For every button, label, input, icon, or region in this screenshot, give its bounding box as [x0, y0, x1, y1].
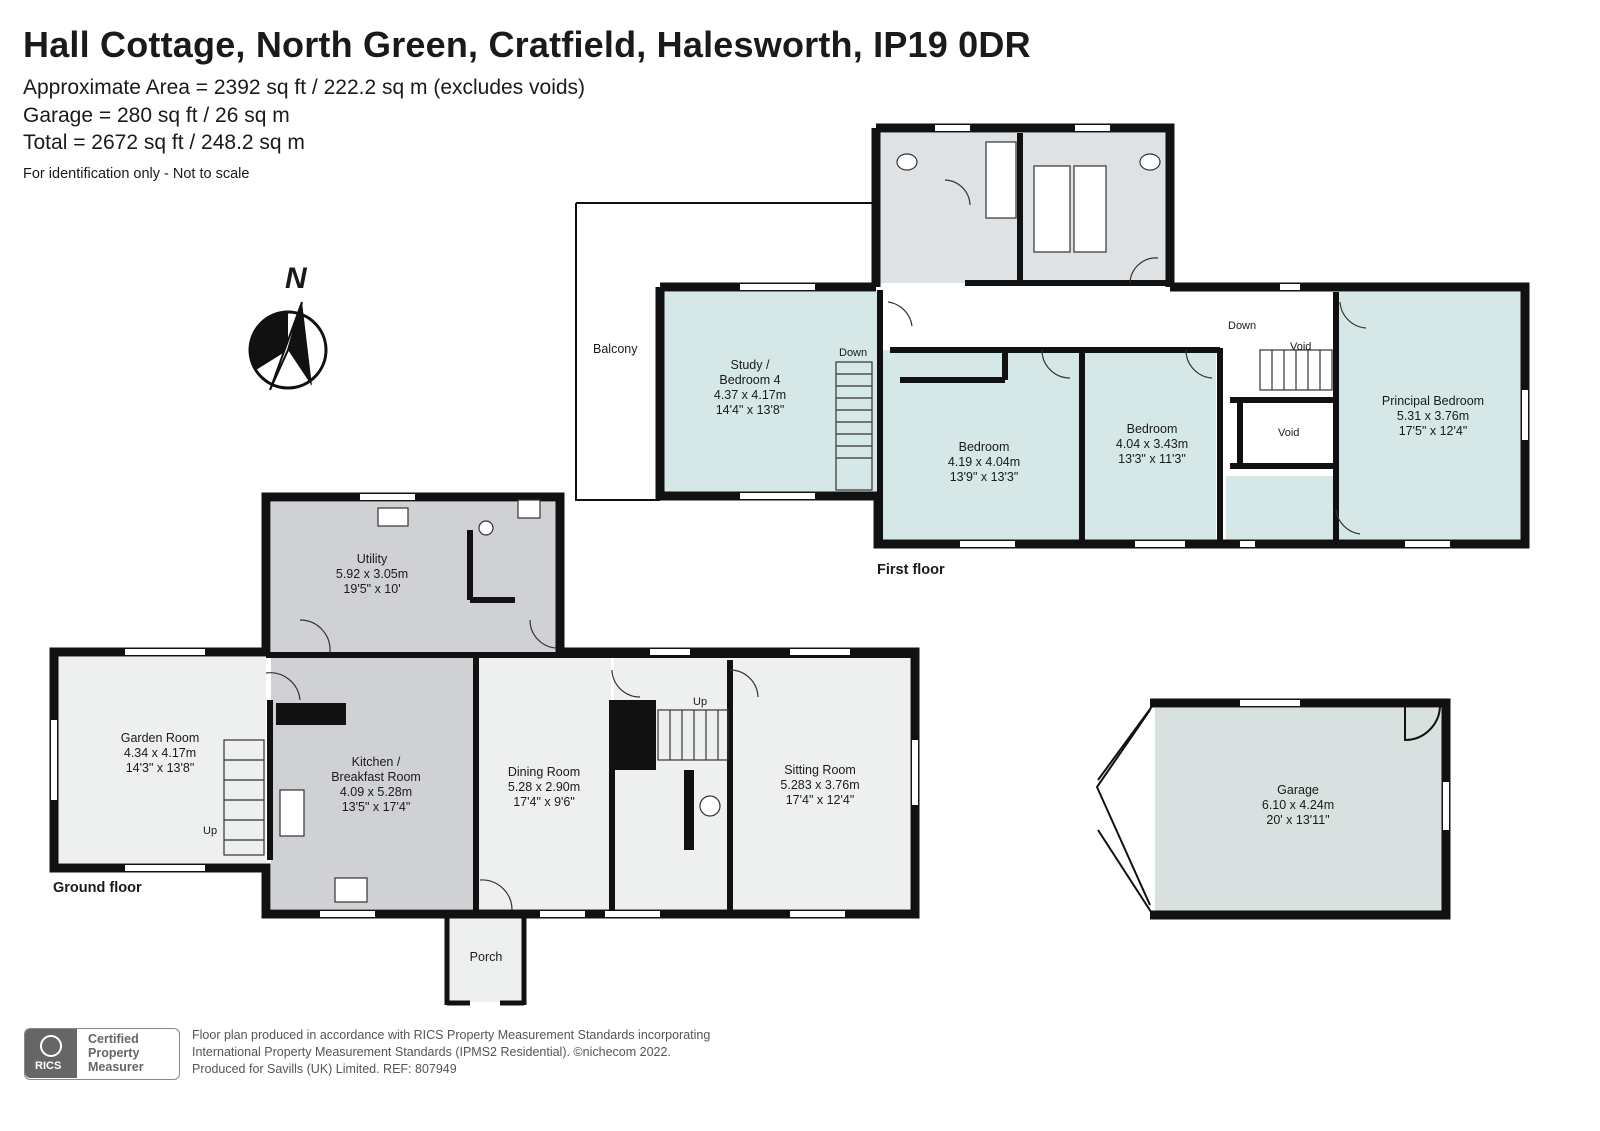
bedroom-b-label: Bedroom 4.04 x 3.43m 13'3" x 11'3": [1116, 422, 1188, 467]
void-label: Void: [1290, 341, 1312, 353]
bedroom-b-floor: [1084, 350, 1216, 540]
bedroom-b-metric: 4.04 x 3.43m: [1115, 437, 1189, 451]
bedroom-a-metric: 4.19 x 4.04m: [947, 455, 1021, 469]
dining-metric: 5.28 x 2.90m: [507, 780, 581, 794]
sitting-name: Sitting Room: [784, 763, 856, 777]
stairs-down-label-2: Down: [1228, 320, 1257, 332]
study-name-2: Bedroom 4: [719, 373, 781, 387]
page-title: Hall Cottage, North Green, Cratfield, Ha…: [23, 24, 1031, 65]
garage-name: Garage: [1277, 783, 1319, 797]
principal-imperial: 17'5" x 12'4": [1398, 424, 1468, 438]
badge-line-2: Property: [88, 1046, 140, 1060]
sitting-label: Sitting Room 5.283 x 3.76m 17'4" x 12'4": [780, 763, 859, 808]
principal-metric: 5.31 x 3.76m: [1396, 409, 1470, 423]
utility-label: Utility 5.92 x 3.05m 19'5" x 10': [336, 552, 408, 597]
study-imperial: 14'4" x 13'8": [715, 403, 785, 417]
north-arrow-icon: [248, 301, 328, 391]
dining-label: Dining Room 5.28 x 2.90m 17'4" x 9'6": [508, 765, 580, 810]
identification-note: For identification only - Not to scale: [23, 166, 250, 182]
kitchen-floor: [271, 657, 477, 909]
garden-room-label: Garden Room 4.34 x 4.17m 14'3" x 13'8": [121, 731, 200, 776]
sitting-metric: 5.283 x 3.76m: [780, 778, 860, 792]
bedroom-b-name: Bedroom: [1126, 422, 1178, 436]
rics-text: RICS: [35, 1060, 62, 1072]
sitting-imperial: 17'4" x 12'4": [785, 793, 855, 807]
total-area: Total = 2672 sq ft / 248.2 sq m: [23, 131, 305, 154]
footer-line-1: Floor plan produced in accordance with R…: [192, 1028, 711, 1042]
principal-floor: [1337, 292, 1523, 540]
study-name-1: Study /: [730, 358, 770, 372]
garage-imperial: 20' x 13'11": [1266, 813, 1330, 827]
rics-crest-icon: [40, 1035, 62, 1057]
garden-room-name: Garden Room: [120, 731, 200, 745]
rics-badge: RICS Certified Property Measurer: [24, 1028, 180, 1080]
sitting-floor: [614, 657, 910, 909]
badge-line-1: Certified: [88, 1032, 139, 1046]
bedroom-a-label: Bedroom 4.19 x 4.04m 13'9" x 13'3": [948, 440, 1020, 485]
study-label: Study / Bedroom 4 4.37 x 4.17m 14'4" x 1…: [714, 358, 786, 418]
porch-name: Porch: [469, 950, 503, 964]
badge-line-3: Measurer: [88, 1060, 144, 1074]
garage-metric: 6.10 x 4.24m: [1261, 798, 1335, 812]
dining-name: Dining Room: [507, 765, 581, 779]
approximate-area: Approximate Area = 2392 sq ft / 222.2 sq…: [23, 76, 586, 99]
badge-text: Certified Property Measurer: [88, 1032, 144, 1074]
utility-imperial: 19'5" x 10': [343, 582, 401, 596]
kitchen-name-1: Kitchen /: [351, 755, 401, 769]
bedroom-b-imperial: 13'3" x 11'3": [1118, 452, 1186, 466]
kitchen-label: Kitchen / Breakfast Room 4.09 x 5.28m 13…: [331, 755, 421, 815]
landing-floor: [1226, 476, 1336, 540]
porch-floor: [449, 915, 522, 1002]
garage-area: Garage = 280 sq ft / 26 sq m: [23, 104, 290, 127]
ground-floor-label: Ground floor: [53, 880, 142, 896]
dining-imperial: 17'4" x 9'6": [513, 795, 575, 809]
study-floor: [663, 292, 878, 492]
study-metric: 4.37 x 4.17m: [713, 388, 787, 402]
utility-metric: 5.92 x 3.05m: [335, 567, 409, 581]
footer-line-2: International Property Measurement Stand…: [192, 1045, 671, 1059]
compass-north-letter: N: [285, 262, 307, 295]
principal-name: Principal Bedroom: [1381, 394, 1485, 408]
kitchen-metric: 4.09 x 5.28m: [339, 785, 413, 799]
garden-room-metric: 4.34 x 4.17m: [123, 746, 197, 760]
utility-name: Utility: [356, 552, 388, 566]
balcony-label: Balcony: [593, 342, 638, 356]
rics-logo: RICS: [25, 1029, 77, 1078]
garage-floor: [1155, 708, 1442, 913]
principal-label: Principal Bedroom 5.31 x 3.76m 17'5" x 1…: [1382, 394, 1484, 439]
stairs-down-label: Down: [839, 347, 868, 359]
kitchen-imperial: 13'5" x 17'4": [341, 800, 411, 814]
garage-label: Garage 6.10 x 4.24m 20' x 13'11": [1262, 783, 1334, 828]
footer-line-3: Produced for Savills (UK) Limited. REF: …: [192, 1062, 457, 1076]
dining-floor: [478, 657, 611, 909]
porch-label: Porch: [470, 950, 503, 965]
kitchen-name-2: Breakfast Room: [331, 770, 421, 784]
bedroom-a-name: Bedroom: [958, 440, 1010, 454]
first-floor-label: First floor: [877, 562, 945, 578]
bedroom-a-imperial: 13'9" x 13'3": [949, 470, 1019, 484]
garden-room-imperial: 14'3" x 13'8": [125, 761, 195, 775]
void-label-2: Void: [1278, 427, 1300, 439]
stairs-up-label: Up: [203, 825, 218, 837]
stairs-up-label-2: Up: [693, 696, 708, 708]
